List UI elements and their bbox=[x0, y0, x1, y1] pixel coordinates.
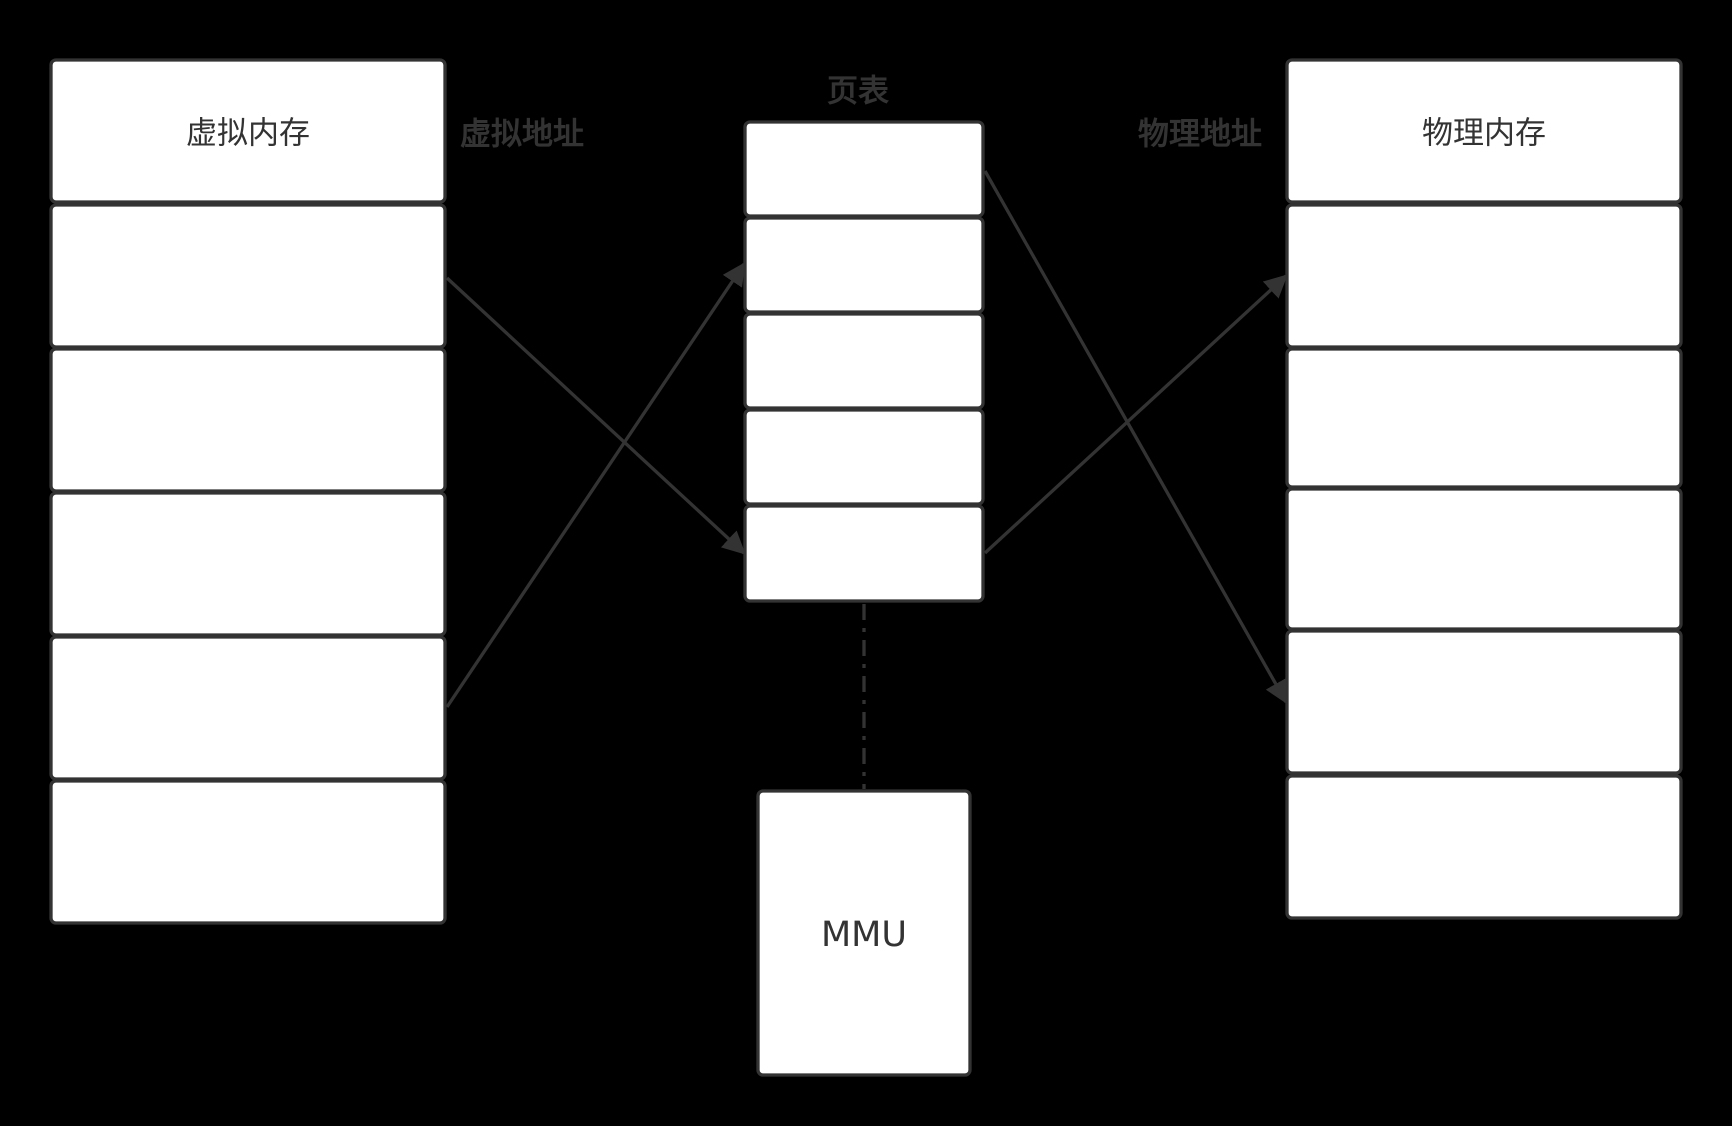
virtual-to-page-table-arrow bbox=[445, 262, 746, 708]
mmu-label: MMU bbox=[821, 915, 907, 955]
physical-frame bbox=[1285, 629, 1683, 775]
virtual-to-page-table-arrow bbox=[445, 276, 746, 555]
physical-memory-title: 物理内存 bbox=[1422, 116, 1546, 152]
page-table-entry bbox=[743, 312, 985, 410]
page-table-entry bbox=[743, 120, 985, 218]
virtual-page bbox=[49, 347, 447, 493]
page-table bbox=[743, 120, 985, 603]
virtual-address-label: 虚拟地址 bbox=[460, 117, 584, 153]
virtual-memory-header bbox=[49, 58, 447, 204]
virtual-page bbox=[49, 779, 447, 925]
virtual-memory-title: 虚拟内存 bbox=[186, 116, 310, 152]
physical-frame bbox=[1285, 487, 1683, 631]
physical-memory-header bbox=[1285, 58, 1683, 204]
page-table-to-physical-arrow bbox=[983, 170, 1288, 705]
virtual-page bbox=[49, 203, 447, 349]
page-table-entry bbox=[743, 408, 985, 506]
physical-frame bbox=[1285, 203, 1683, 349]
physical-frame bbox=[1285, 347, 1683, 489]
virtual-page bbox=[49, 491, 447, 637]
virtual-memory: 虚拟内存 bbox=[49, 58, 447, 925]
virtual-page bbox=[49, 635, 447, 781]
page-table-entry bbox=[743, 504, 985, 603]
page-table-entry bbox=[743, 216, 985, 314]
page-table-to-physical-arrow bbox=[983, 274, 1288, 555]
physical-address-label: 物理地址 bbox=[1138, 117, 1262, 153]
physical-frame bbox=[1285, 774, 1683, 920]
physical-memory: 物理内存 bbox=[1285, 58, 1683, 920]
page-table-title: 页表 bbox=[827, 74, 889, 110]
mmu-box bbox=[756, 789, 972, 1077]
